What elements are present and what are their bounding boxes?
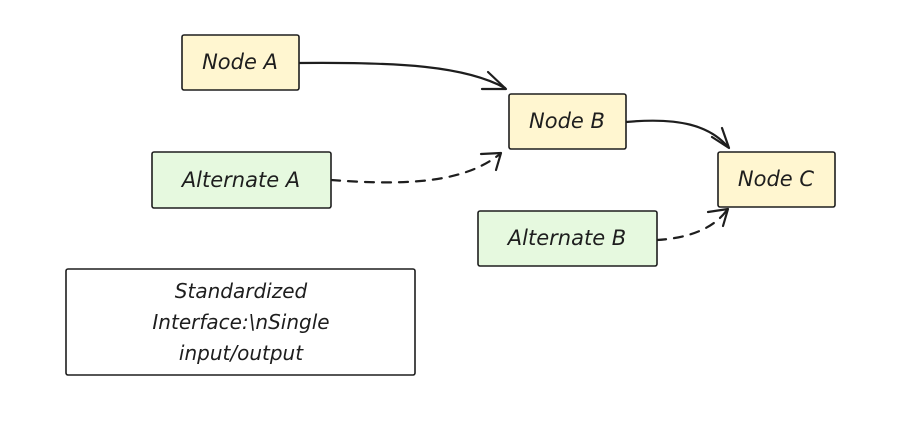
edge-node-b-to-node-c — [624, 119, 731, 150]
node-b-label: Node B — [529, 109, 605, 133]
node-b[interactable]: Node B — [508, 93, 627, 150]
alternate-a-label: Alternate A — [180, 168, 300, 192]
node-a-box — [181, 34, 300, 91]
edge-alternate-a-to-node-b — [329, 151, 503, 184]
alternate-b-box — [477, 210, 658, 267]
node-c[interactable]: Node C — [717, 151, 836, 208]
node-a-label: Node A — [202, 50, 278, 74]
note-line-2: Interface:\nSingle — [152, 310, 329, 334]
alternate-b[interactable]: Alternate B — [477, 210, 658, 267]
node-c-box — [717, 151, 836, 208]
alternate-a-box — [151, 151, 332, 209]
alternate-b-label: Alternate B — [506, 226, 626, 250]
node-a[interactable]: Node A — [181, 34, 300, 91]
note-box — [65, 268, 416, 376]
standardized-interface-note: Standardized Interface:\nSingle input/ou… — [65, 268, 416, 376]
edge-alternate-b-to-node-c — [655, 207, 730, 242]
node-b-box — [508, 93, 627, 150]
note-line-1: Standardized — [175, 279, 308, 303]
edge-node-a-to-node-b — [297, 61, 508, 91]
note-line-3: input/output — [179, 341, 304, 365]
node-c-label: Node C — [738, 167, 814, 191]
alternate-a[interactable]: Alternate A — [151, 151, 332, 209]
